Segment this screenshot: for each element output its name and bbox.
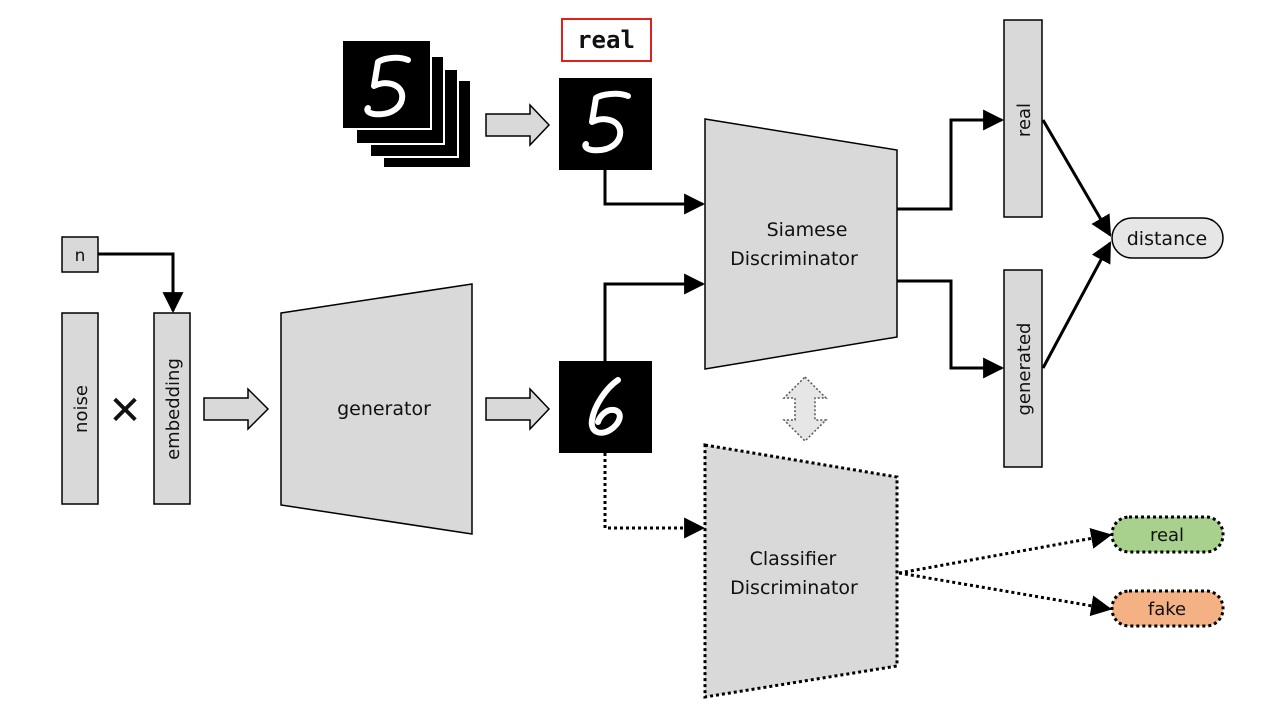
generator-block: generator [280,283,473,535]
distance-output: distance [1111,217,1224,259]
real-embedding-label: real [1014,103,1035,137]
embedding-bar: embedding [153,312,191,505]
digit-five-glyph [364,54,411,118]
real-to-distance-arrow [1041,119,1112,237]
generated-to-distance-arrow [1041,241,1112,369]
siamese-to-generated-arrow [897,279,1005,379]
classifier-real-label: real [1150,525,1184,546]
siamese-label-line1: Siamese [767,219,848,241]
generated-sample-image [559,361,652,453]
noise-label: noise [71,385,92,433]
block-arrow-dataset [485,103,551,147]
real-embedding-bar: real [1003,19,1043,218]
generator-label: generator [337,398,431,420]
siamese-discriminator-block: Siamese Discriminator [704,118,898,370]
generated-embedding-label: generated [1014,323,1035,416]
classifier-fake-label: fake [1148,599,1186,620]
classifier-to-fake-arrow [898,571,1113,617]
classifier-label-line2: Discriminator [730,577,858,599]
classifier-discriminator-block: Classifier Discriminator [703,443,899,699]
classifier-real-output: real [1110,515,1225,554]
embedding-label: embedding [163,358,184,460]
distance-label: distance [1127,228,1208,250]
generated-to-classifier-arrow [603,453,706,539]
shared-weights-double-arrow [782,375,828,443]
generated-to-siamese-arrow [603,273,706,361]
block-arrow-from-generator [485,387,551,431]
block-arrow-to-generator [203,387,270,431]
noise-bar: noise [61,312,99,505]
classifier-to-real-arrow [898,528,1113,575]
real-digit-five-glyph [582,90,631,154]
real-sample-image [559,78,652,170]
real-label-text: real [577,26,635,54]
n-input-box: n [61,236,99,273]
n-label: n [75,246,86,266]
classifier-fake-output: fake [1110,589,1225,628]
classifier-label-line1: Classifier [750,548,837,570]
generated-digit-six-glyph [588,377,623,436]
n-to-embedding-arrow [98,252,184,314]
siamese-label-line2: Discriminator [730,248,858,270]
dataset-image-stack [341,39,472,169]
real-to-siamese-arrow [603,170,706,215]
multiply-icon: ✕ [108,388,142,434]
generated-embedding-bar: generated [1003,269,1043,468]
siamese-to-real-arrow [897,109,1005,211]
real-label-badge: real [561,18,652,62]
